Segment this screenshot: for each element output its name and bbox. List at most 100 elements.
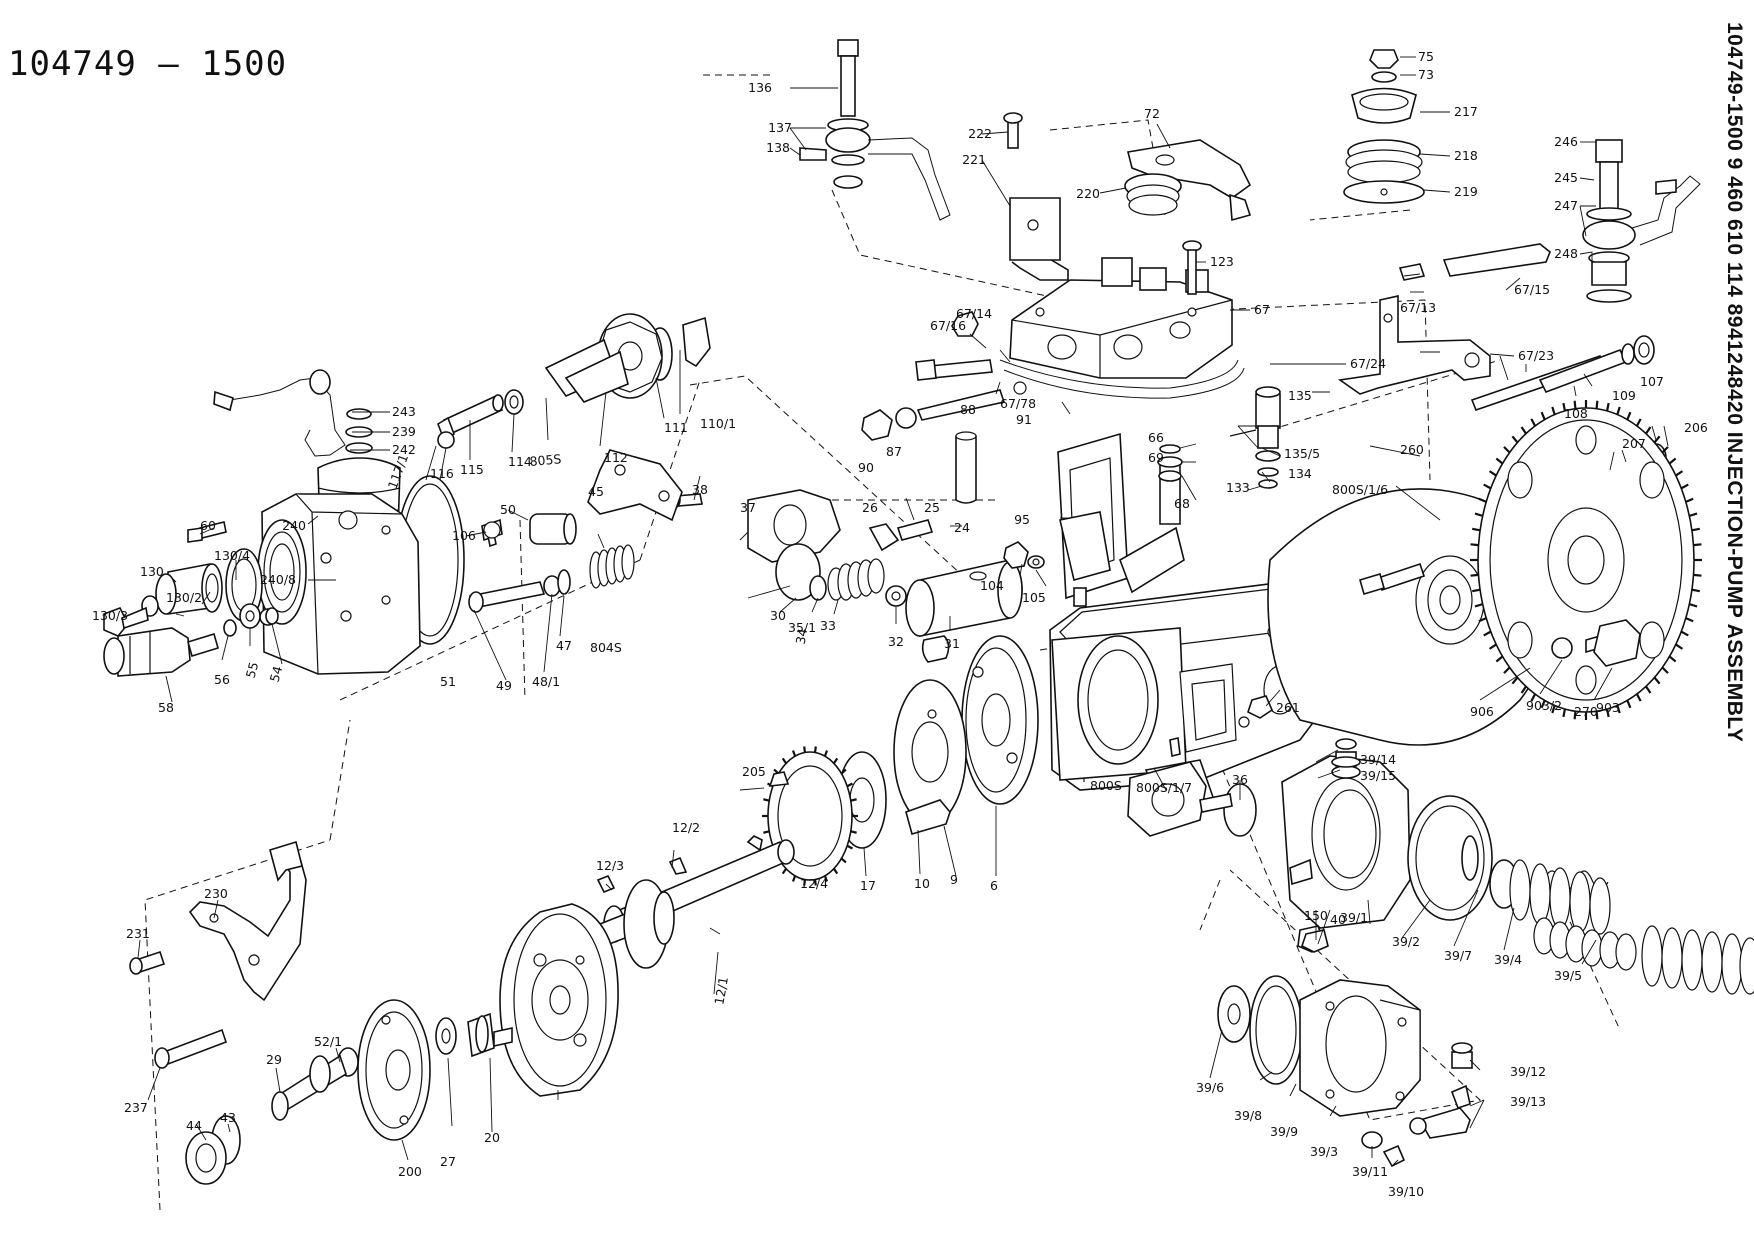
part-label: 130 (140, 564, 164, 579)
part-label: 237 (124, 1100, 148, 1115)
part-label: 800S (1090, 778, 1122, 793)
part-label: 206 (1684, 420, 1708, 435)
part-label: 903/2 (1526, 698, 1562, 713)
part-label: 240/8 (260, 572, 296, 587)
part-label: 37 (740, 500, 756, 515)
part-label: 133 (1226, 480, 1250, 495)
part-label: 218 (1454, 148, 1478, 163)
part-label: 39/6 (1196, 1080, 1224, 1095)
part-label: 36 (1232, 772, 1248, 787)
part-label: 150 (1304, 908, 1328, 923)
part-label: 39/3 (1310, 1144, 1338, 1159)
part-label: 137 (768, 120, 792, 135)
part-label: 38 (692, 482, 708, 497)
part-label: 67/78 (1000, 396, 1036, 411)
part-label: 39/14 (1360, 752, 1396, 767)
gear-teeth (1470, 400, 1702, 720)
spring-set-217 (1343, 49, 1425, 204)
part-label: 12/2 (672, 820, 700, 835)
part-label: 805S (529, 451, 562, 469)
part-label: 136 (748, 80, 772, 95)
part-label: 12/3 (596, 858, 624, 873)
part-label: 39/11 (1352, 1164, 1388, 1179)
part-label: 248 (1554, 246, 1578, 261)
assembly-number: 104749 — 1500 (8, 44, 288, 84)
part-label: 906 (1470, 704, 1494, 719)
part-label: 69 (1148, 450, 1164, 465)
part-label: 45 (588, 484, 604, 499)
part-label: 134 (1288, 466, 1312, 481)
drive-gear-270 (1470, 400, 1702, 720)
part-label: 39/2 (1392, 934, 1420, 949)
part-label: 10 (914, 876, 930, 891)
flange-37 (667, 489, 841, 601)
plug-130 (103, 521, 277, 637)
part-label: 39/9 (1270, 1124, 1298, 1139)
lever-72 (1124, 139, 1252, 222)
part-label: 67/13 (1400, 300, 1436, 315)
part-label: 242 (392, 442, 416, 457)
hydraulic-head-50 (257, 493, 421, 675)
banjo-right-top (1582, 139, 1701, 303)
part-label: 903 (1596, 700, 1620, 715)
part-label: 54 (267, 664, 286, 683)
cam-plate-6 (837, 635, 1039, 849)
part-label: 245 (1554, 170, 1578, 185)
part-label: 804S (590, 640, 622, 655)
part-label: 34 (793, 627, 811, 645)
part-label: 800S/1/6 (1332, 482, 1388, 497)
screw-104 (1003, 541, 1045, 569)
part-label: 260 (1400, 442, 1424, 457)
part-label: 47 (556, 638, 572, 653)
part-label: 67 (1254, 302, 1270, 317)
part-label: 200 (398, 1164, 422, 1179)
part-label: 130/4 (214, 548, 250, 563)
governor-cover-67 (999, 257, 1245, 399)
part-label: 130/2 (166, 590, 202, 605)
part-label: 219 (1454, 184, 1478, 199)
part-label: 207 (1622, 436, 1646, 451)
part-label: 109 (1612, 388, 1636, 403)
part-label: 73 (1418, 67, 1434, 82)
bracket-67-23 (1337, 243, 1551, 395)
part-label: 58 (158, 700, 174, 715)
advance-group-112 (437, 313, 711, 449)
part-label: 32 (888, 634, 904, 649)
part-label: 48/1 (532, 674, 560, 689)
part-label: 27 (440, 1154, 456, 1169)
part-label: 39/13 (1510, 1094, 1546, 1109)
part-label: 67/24 (1350, 356, 1386, 371)
part-label: 49 (496, 678, 512, 693)
part-label: 123 (1210, 254, 1234, 269)
part-label: 35/1 (788, 620, 816, 635)
fitting-800S-1-7 (1127, 761, 1257, 837)
part-label: 56 (214, 672, 230, 687)
part-label: 105 (1022, 590, 1046, 605)
nut-40 (1301, 929, 1329, 953)
part-label: 800S/1/7 (1136, 780, 1192, 795)
part-label: 205 (742, 764, 766, 779)
part-label: 135 (1288, 388, 1312, 403)
timer-spring-34 (809, 431, 1023, 663)
part-label: 51 (440, 674, 456, 689)
part-label: 24 (954, 520, 970, 535)
part-label: 222 (968, 126, 992, 141)
part-label: 111 (664, 420, 688, 435)
part-label: 39/1 (1340, 910, 1368, 925)
leader-lines (137, 56, 1669, 1167)
part-label: 270 (1574, 704, 1598, 719)
part-label: 26 (862, 500, 878, 515)
part-label: 40 (1330, 912, 1346, 927)
part-label: 240 (282, 518, 306, 533)
part-label: 39/12 (1510, 1064, 1546, 1079)
part-label: 88 (960, 402, 976, 417)
part-label: 91 (1016, 412, 1032, 427)
part-label: 261 (1276, 700, 1300, 715)
part-label: 12/4 (800, 876, 828, 891)
part-label: 25 (924, 500, 940, 515)
part-label: 230 (204, 886, 228, 901)
part-label: 72 (1144, 106, 1160, 121)
part-label: 39/5 (1554, 968, 1582, 983)
plug-903 (1247, 619, 1641, 719)
part-label: 110/1 (700, 416, 736, 431)
